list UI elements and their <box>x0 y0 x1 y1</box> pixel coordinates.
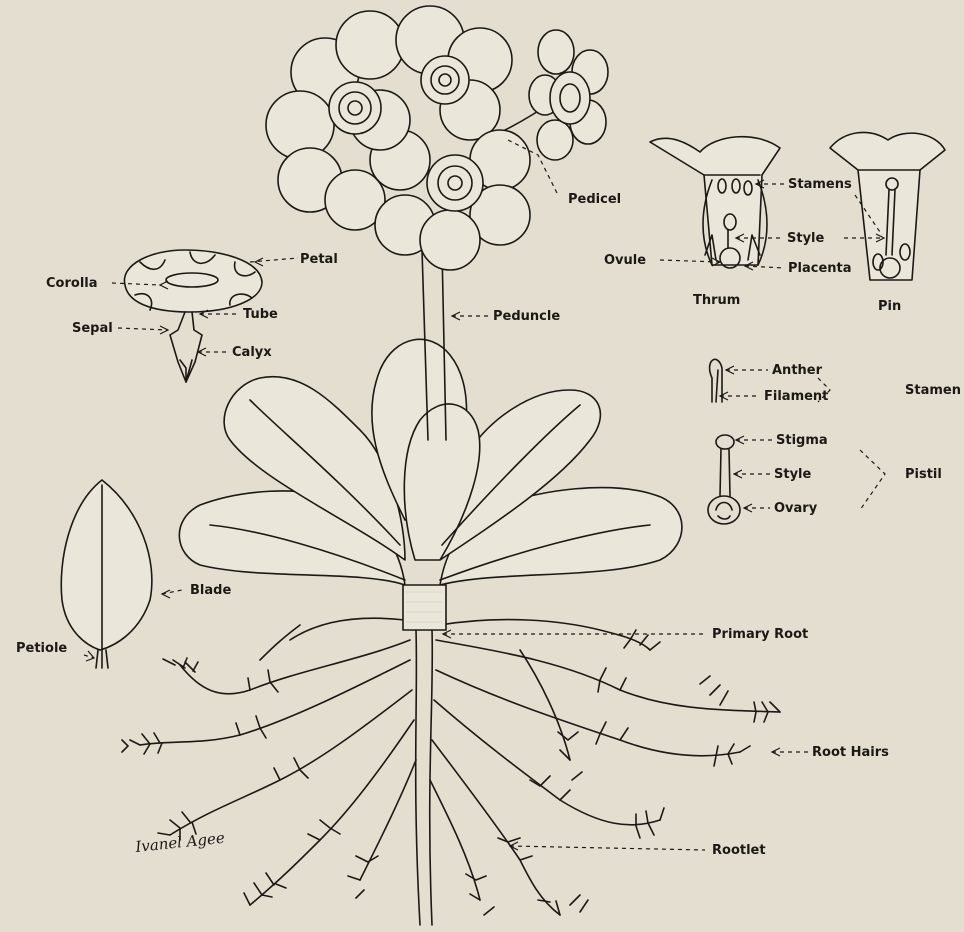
label-sepal: Sepal <box>72 321 113 336</box>
label-filament: Filament <box>764 389 828 404</box>
label-petiole: Petiole <box>16 641 67 656</box>
label-tube: Tube <box>243 307 278 322</box>
label-pistil: Pistil <box>905 467 942 482</box>
label-corolla: Corolla <box>46 276 98 291</box>
label-pin: Pin <box>878 299 901 314</box>
label-stigma: Stigma <box>776 433 828 448</box>
label-placenta: Placenta <box>788 261 852 276</box>
label-peduncle: Peduncle <box>493 309 560 324</box>
label-anther: Anther <box>772 363 823 378</box>
label-petal: Petal <box>300 252 338 267</box>
label-stamens: Stamens <box>788 177 852 192</box>
label-style-flower: Style <box>787 231 825 246</box>
label-calyx: Calyx <box>232 345 272 360</box>
label-primary-root: Primary Root <box>712 627 808 642</box>
label-ovule: Ovule <box>604 253 646 268</box>
label-thrum: Thrum <box>693 293 740 308</box>
label-rootlet: Rootlet <box>712 843 766 858</box>
label-pedicel: Pedicel <box>568 192 621 207</box>
label-style-pistil: Style <box>774 467 812 482</box>
label-stamen: Stamen <box>905 383 961 398</box>
label-blade: Blade <box>190 583 231 598</box>
label-root-hairs: Root Hairs <box>812 745 889 760</box>
label-ovary: Ovary <box>774 501 818 516</box>
